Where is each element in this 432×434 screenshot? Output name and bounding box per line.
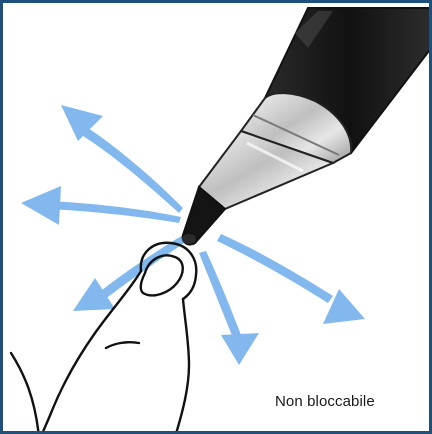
stylus-pen-icon — [182, 8, 432, 245]
arrow-down-icon — [199, 251, 259, 365]
stylus-illustration — [3, 3, 432, 434]
arrow-down-left-icon — [73, 235, 187, 311]
arrow-down-right-icon — [217, 234, 365, 324]
caption-label: Non bloccabile — [275, 393, 375, 410]
finger-hand-icon — [11, 243, 196, 434]
arrow-up-left-icon — [61, 105, 183, 213]
